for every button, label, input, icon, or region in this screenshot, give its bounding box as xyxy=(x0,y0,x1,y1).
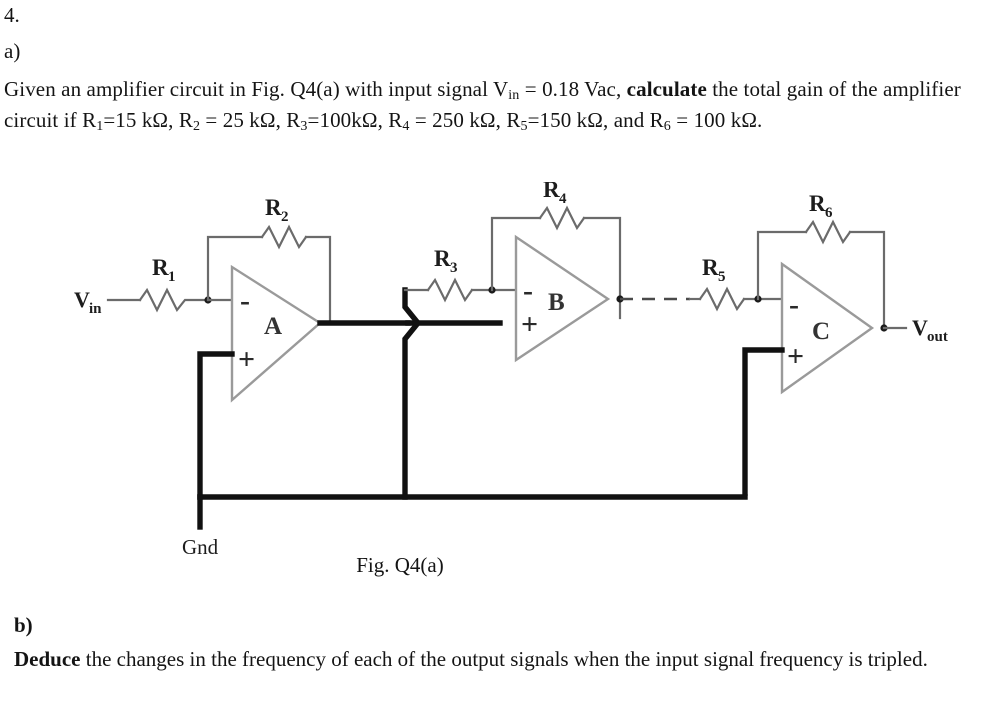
part-a-text-3: the total gain of the amplifier circuit … xyxy=(4,77,961,132)
resistor-r5-sublabel: 5 xyxy=(718,269,726,285)
resistor-r3-label: R xyxy=(434,246,451,271)
opamp-a-ground-wire xyxy=(197,351,235,500)
deduce-keyword: Deduce xyxy=(14,647,81,671)
resistor-r5-label: R xyxy=(702,255,719,280)
r5-subscript: 5 xyxy=(520,118,528,135)
resistor-r4-label: R xyxy=(543,182,560,202)
feedback-path-r6 xyxy=(756,219,886,328)
opamp-c-triangle xyxy=(780,261,875,395)
r4-subscript: 4 xyxy=(402,118,410,135)
part-a-text-8: =150 kΩ, and R xyxy=(527,108,664,132)
opamp-a-name: A xyxy=(264,313,282,340)
opamp-c-ground-wire xyxy=(742,347,785,496)
vin-label: V xyxy=(74,287,90,312)
resistor-r2-sublabel: 2 xyxy=(281,209,289,225)
opamp-c-inverting-sign: - xyxy=(789,288,799,321)
opamp-c-noninverting-sign: + xyxy=(787,340,804,373)
resistor-r6-label: R xyxy=(809,191,826,216)
part-a-text-7: = 250 kΩ, R xyxy=(409,108,521,132)
figure-caption: Fig. Q4(a) xyxy=(356,553,444,577)
resistor-r5-symbol xyxy=(688,286,784,312)
opamp-a-inverting-sign: - xyxy=(240,284,250,317)
opamp-b-noninverting-sign: + xyxy=(521,308,538,341)
r2-subscript: 2 xyxy=(192,118,201,135)
ground-label: Gnd xyxy=(182,535,219,559)
opamp-b-name: B xyxy=(548,289,565,316)
resistor-r2-label: R xyxy=(265,195,282,220)
part-a-text-5: = 25 kΩ, R xyxy=(200,108,301,132)
resistor-r1-symbol xyxy=(138,287,210,313)
part-a-text-2: = 0.18 Vac, xyxy=(519,77,627,101)
opamp-a-noninverting-sign: + xyxy=(238,343,255,376)
feedback-path-r2 xyxy=(206,224,332,324)
wire-crossover-hop xyxy=(402,287,503,500)
resistor-r6-sublabel: 6 xyxy=(825,205,833,221)
opamp-b-inverting-sign: - xyxy=(523,274,533,307)
ground-rail xyxy=(197,494,748,530)
r6-subscript: 6 xyxy=(663,118,671,135)
part-b-text: the changes in the frequency of each of … xyxy=(80,647,928,671)
vin-subscript: in xyxy=(508,87,520,104)
r1-subscript: 1 xyxy=(96,118,104,135)
resistor-r3-branch xyxy=(403,277,518,303)
feedback-path-r4 xyxy=(490,205,622,320)
calculate-keyword: calculate xyxy=(626,77,707,101)
question-number: 4. xyxy=(4,3,20,27)
part-a-text-4: =15 kΩ, R xyxy=(103,108,193,132)
resistor-r3-sublabel: 3 xyxy=(450,260,458,276)
part-a-text-6: =100kΩ, R xyxy=(307,108,403,132)
part-b-paragraph: Deduce the changes in the frequency of e… xyxy=(14,644,989,674)
resistor-r1-sublabel: 1 xyxy=(168,269,176,285)
r3-subscript: 3 xyxy=(300,118,308,135)
part-a-paragraph: Given an amplifier circuit in Fig. Q4(a)… xyxy=(4,74,989,136)
part-a-text-9: = 100 kΩ. xyxy=(670,108,763,132)
part-a-text-1: Given an amplifier circuit in Fig. Q4(a)… xyxy=(4,77,509,101)
vin-label-sub: in xyxy=(89,301,102,317)
part-b-label: b) xyxy=(14,613,33,637)
vout-label-sub: out xyxy=(927,329,948,345)
resistor-r1-label: R xyxy=(152,255,169,280)
opamp-c-name: C xyxy=(812,318,830,345)
circuit-figure: R 1 R 2 A - + xyxy=(0,182,997,572)
vout-label: V xyxy=(912,315,928,340)
resistor-r4-sublabel: 4 xyxy=(559,191,567,207)
opamp-b-triangle xyxy=(514,234,611,363)
part-a-label: a) xyxy=(4,39,21,63)
opamp-a-triangle xyxy=(230,264,322,403)
